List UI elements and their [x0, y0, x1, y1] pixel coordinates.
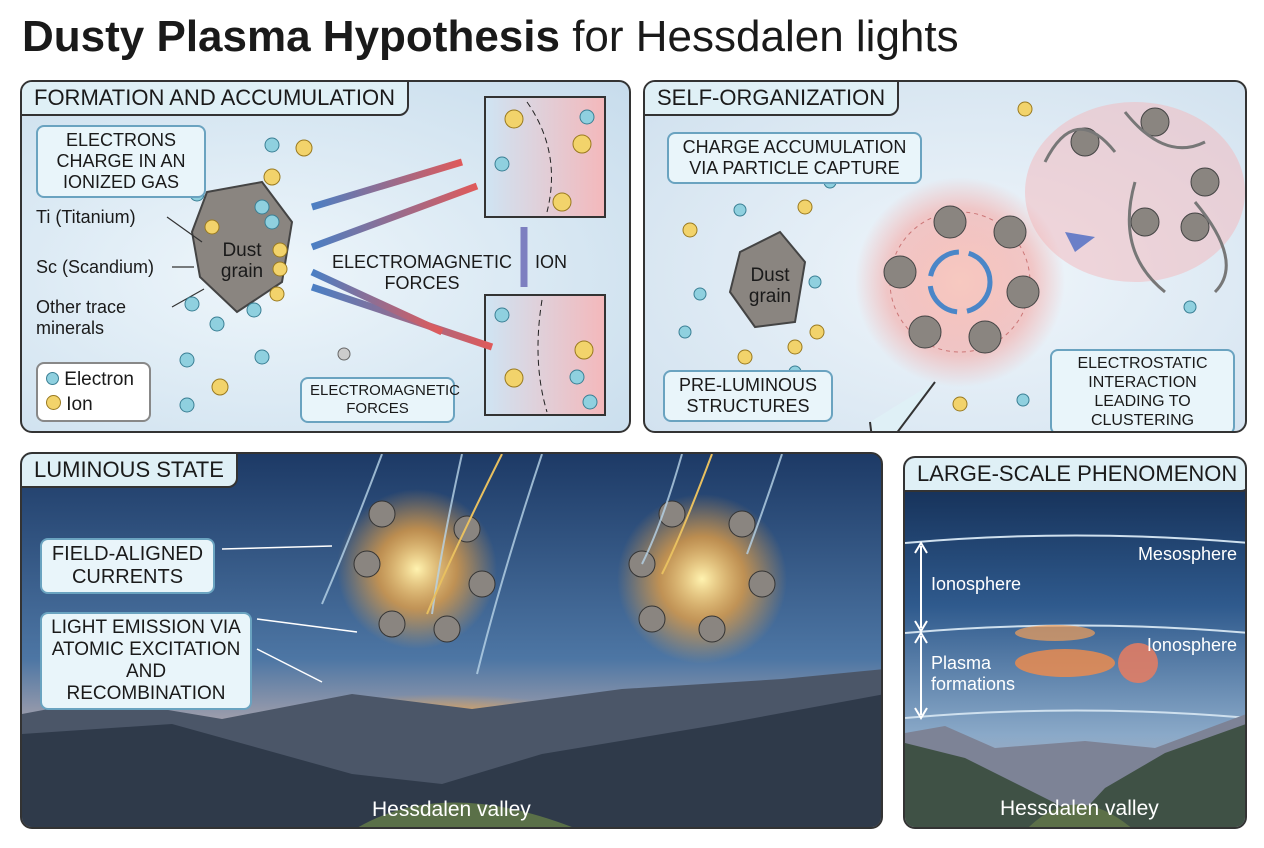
pre-luminous-callout: PRE-LUMINOUS STRUCTURES — [663, 370, 833, 422]
plasma-formation-1 — [1015, 649, 1115, 677]
legend: Electron Ion — [36, 362, 151, 422]
ion-icon — [46, 395, 61, 410]
plasma-formation-2 — [1015, 625, 1095, 641]
legend-ion: Ion — [46, 392, 141, 417]
plasma-formations-label: Plasma formations — [931, 653, 1016, 694]
panel-title: FORMATION AND ACCUMULATION — [22, 82, 409, 116]
panel-large-scale: LARGE-SCALE PHENOMENON Mesosphere Ionosp… — [903, 456, 1247, 829]
electrons-callout: ELECTRONS CHARGE IN AN IONIZED GAS — [36, 125, 206, 198]
electron-icon — [46, 372, 59, 385]
label-trace-minerals: Other trace minerals — [36, 297, 127, 338]
plasma-sphere — [1118, 643, 1158, 683]
mesosphere-label: Mesosphere — [1137, 544, 1237, 564]
panel-luminous-state: LUMINOUS STATE FIELD-ALIGNED CURRENTS LI… — [20, 452, 883, 829]
field-aligned-currents-callout: FIELD-ALIGNED CURRENTS — [40, 538, 215, 594]
valley-label: Hessdalen valley — [372, 798, 531, 821]
label-scandium: Sc (Scandium) — [36, 257, 155, 277]
panel-title: SELF-ORGANIZATION — [645, 82, 900, 116]
light-emission-callout: LIGHT EMISSION VIA ATOMIC EXCITATION AND… — [40, 612, 252, 710]
forces-label: ELECTROMAGNETIC FORCES — [332, 252, 513, 293]
label-titanium: Ti (Titanium) — [36, 207, 136, 227]
formation-illustration — [166, 96, 606, 416]
dust-grain-label: Dust grain — [748, 265, 792, 307]
self-organization-illustration — [678, 101, 1245, 431]
ionosphere-label-left: Ionosphere — [931, 574, 1022, 594]
panel-self-organization: SELF-ORGANIZATION CHARGE ACCUMULATION VI… — [643, 80, 1247, 433]
ions — [204, 109, 594, 396]
luminous-illustration — [22, 454, 881, 827]
forces-callout: ELECTROMAGNETIC FORCES — [300, 377, 460, 423]
panel-title: LARGE-SCALE PHENOMENON — [905, 458, 1245, 492]
page-title: Dusty Plasma Hypothesis for Hessdalen li… — [22, 12, 959, 61]
large-scale-illustration — [905, 534, 1245, 827]
panel-title: LUMINOUS STATE — [22, 454, 238, 488]
charge-accumulation-callout: CHARGE ACCUMULATION VIA PARTICLE CAPTURE — [667, 132, 922, 184]
rotation-icon — [927, 249, 993, 315]
dust-grain — [728, 230, 807, 329]
legend-electron: Electron — [46, 367, 141, 392]
atmosphere-layers — [905, 534, 1245, 719]
dust-grain — [190, 180, 294, 314]
ion-label: ION — [535, 252, 568, 272]
mountains-near — [22, 694, 881, 827]
ionosphere-label-right: Ionosphere — [1146, 635, 1237, 655]
dust-grain-label: Dust grain — [220, 240, 264, 282]
valley-label: Hessdalen valley — [1000, 797, 1159, 820]
panel-formation: FORMATION AND ACCUMULATION ELECTRONS CHA… — [20, 80, 631, 433]
electrostatic-callout: ELECTROSTATIC INTERACTION LEADING TO CLU… — [1050, 349, 1235, 431]
